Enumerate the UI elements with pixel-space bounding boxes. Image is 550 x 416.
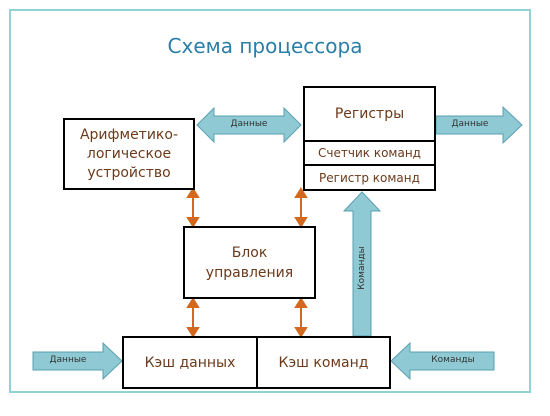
data-in-arrow bbox=[32, 341, 123, 381]
commands-up-arrow-label: Команды bbox=[357, 246, 367, 290]
registers-block: Регистры bbox=[303, 86, 436, 142]
instruction-cache-label: Кэш команд bbox=[278, 354, 369, 371]
alu-block: Арифметико- логическое устройство bbox=[63, 118, 195, 190]
commands-up-arrow bbox=[342, 191, 382, 337]
data-cache-label: Кэш данных bbox=[144, 354, 236, 371]
registers-label: Регистры bbox=[334, 106, 405, 122]
commands-in-arrow bbox=[390, 341, 495, 381]
control-unit-label: Блок управления bbox=[205, 244, 294, 281]
control-links bbox=[186, 187, 308, 338]
alu-registers-arrow bbox=[196, 106, 302, 144]
alu-label: Арифметико- логическое устройство bbox=[79, 126, 179, 181]
instruction-cache-block: Кэш команд bbox=[256, 336, 391, 389]
data-in-arrow-label: Данные bbox=[49, 355, 87, 365]
instruction-register-label: Регистр команд bbox=[319, 170, 420, 185]
program-counter-label: Счетчик команд bbox=[318, 146, 421, 160]
control-unit-block: Блок управления bbox=[183, 226, 316, 299]
link-arrowhead bbox=[186, 217, 200, 228]
registers-out-arrow bbox=[435, 105, 523, 145]
link-arrowhead bbox=[294, 327, 308, 338]
link-arrowhead bbox=[186, 327, 200, 338]
link-arrowhead bbox=[294, 187, 308, 198]
instruction-register-block: Регистр команд bbox=[303, 164, 436, 191]
link-arrowhead bbox=[294, 297, 308, 308]
outer-frame bbox=[9, 9, 531, 393]
link-arrowhead bbox=[294, 217, 308, 228]
link-arrowhead bbox=[186, 297, 200, 308]
link-arrowhead bbox=[186, 187, 200, 198]
program-counter-block: Счетчик команд bbox=[303, 140, 436, 166]
diagram-title: Схема процессора bbox=[167, 34, 363, 58]
commands-in-arrow-label: Команды bbox=[431, 355, 475, 365]
data-cache-block: Кэш данных bbox=[122, 336, 258, 389]
registers-out-arrow-label: Данные bbox=[451, 119, 489, 129]
alu-registers-arrow-label: Данные bbox=[230, 119, 268, 129]
